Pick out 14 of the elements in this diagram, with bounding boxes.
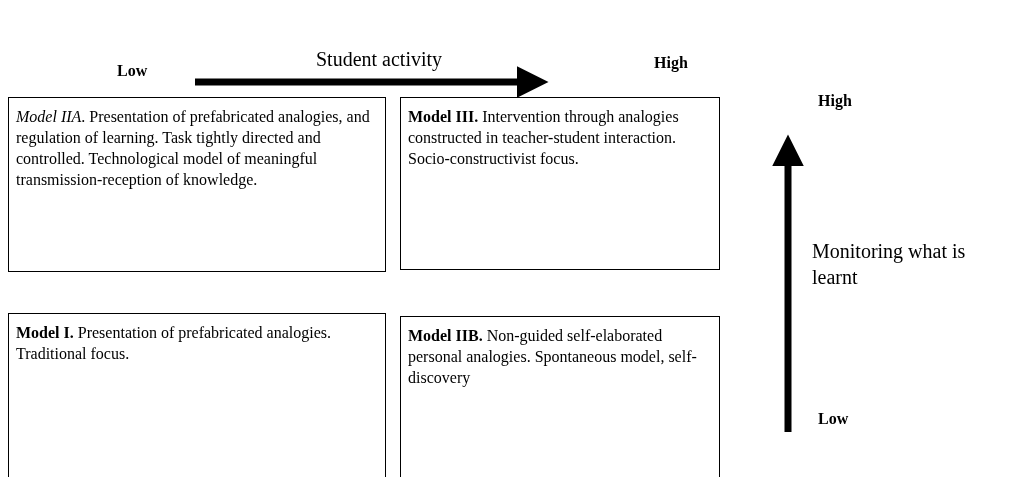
axis-title: Monitoring what is learnt <box>812 239 967 290</box>
scale-label: High <box>654 53 688 74</box>
scale-label: High <box>818 91 852 112</box>
scale-label: Low <box>818 409 849 429</box>
axis-title: Student activity <box>316 47 443 72</box>
model-box <box>8 313 386 477</box>
box-text: Model IIB. Non-guided self-elaborated personal analogies. Spontaneous model, self-discovery <box>408 326 698 388</box>
model-box <box>400 97 720 270</box>
box-text: Model I. Presentation of prefabricated analogies. Traditional focus. <box>16 323 332 364</box>
model-box <box>400 316 720 477</box>
box-text: Model IIA. Presentation of prefabricated analogies, and regulation of learning. Task tightly directed and controlled. Technological model of meaningful transmission-reception of knowledge. <box>16 107 371 190</box>
model-box <box>8 97 386 272</box>
box-text: Model III. Intervention through analogies constructed in teacher-student interaction. Socio-constructivist focus. <box>408 107 680 169</box>
scale-label: Low <box>117 61 148 81</box>
